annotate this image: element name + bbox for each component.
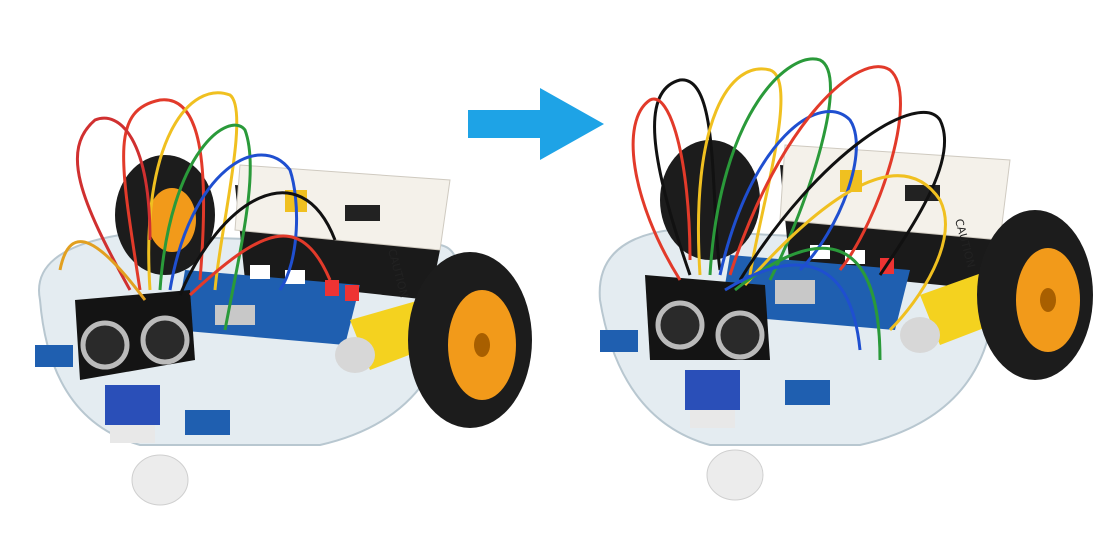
jumper-wires — [631, 57, 947, 361]
ir-sensor-right — [785, 380, 830, 405]
front-wheel — [977, 210, 1093, 380]
ultrasonic-sensor — [75, 290, 195, 380]
ir-sensor-left — [600, 330, 638, 352]
caster-wheel — [131, 454, 189, 506]
controller-board — [175, 265, 360, 345]
robot-car-after: CAUTION — [598, 57, 1093, 501]
right-arrow-icon — [468, 88, 604, 160]
servo-motor — [685, 370, 740, 410]
jumper-wires — [58, 91, 337, 331]
robot-car-before: CAUTION — [35, 91, 532, 506]
battery-box: CAUTION — [234, 164, 451, 300]
caster-wheel — [706, 449, 764, 501]
ir-sensor-left — [35, 345, 73, 367]
ir-sensor-right — [185, 410, 230, 435]
ultrasonic-sensor — [645, 275, 770, 360]
servo-motor — [105, 385, 160, 425]
front-wheel — [408, 252, 532, 428]
